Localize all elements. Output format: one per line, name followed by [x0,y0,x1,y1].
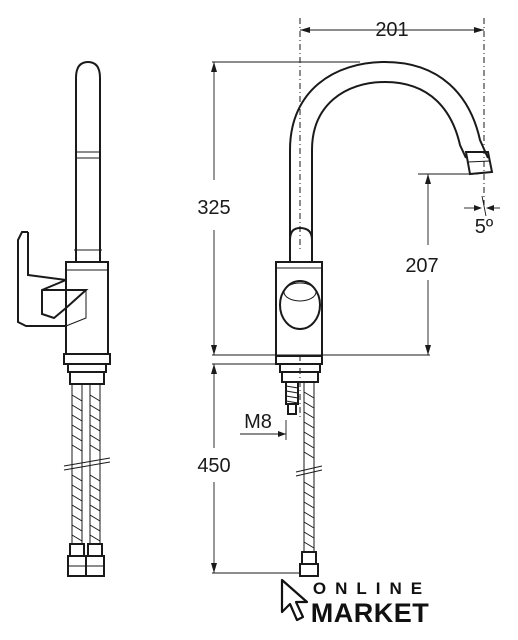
side-spout [75,60,101,250]
logo-line-2: MARKET [311,598,430,628]
front-body [275,261,323,357]
cursor-arrow-icon [280,578,309,622]
front-lever [279,280,321,330]
dimension-lines [211,27,500,574]
front-spout [289,60,489,250]
side-hoses [63,383,111,577]
dim-angle-5: 5º [475,216,494,238]
aerator [464,151,494,176]
dim-325: 325 [197,197,230,219]
dim-207: 207 [405,255,438,277]
side-view [17,60,111,577]
dim-201: 201 [375,19,408,41]
dim-450: 450 [197,455,230,477]
online-market-logo: ONLINE MARKET [280,578,431,628]
front-view [275,18,494,577]
dim-m8: M8 [244,411,272,433]
side-body [65,261,109,355]
logo-line-1: ONLINE [313,579,431,598]
